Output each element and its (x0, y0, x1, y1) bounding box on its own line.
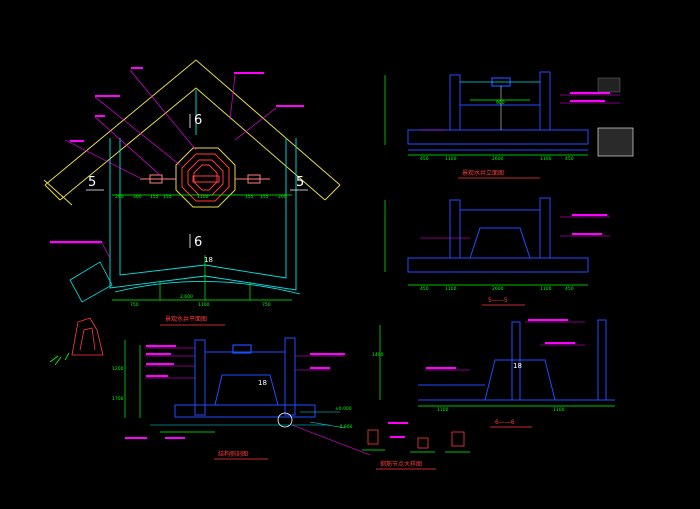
sec66-mark: 18 (513, 362, 522, 370)
plan-bottom-total: 2,600 (180, 294, 193, 300)
section-55-title: 5——5 (488, 297, 508, 304)
section-mark-bottom: 6 (194, 235, 202, 250)
rock-image-thumbnail (597, 127, 634, 157)
side-dim-4: 1100 (540, 286, 552, 292)
plan-dim-l1: 200 (115, 194, 124, 200)
front-dim-3: 2600 (492, 156, 504, 162)
struct-level-a: ±0.000 (335, 406, 352, 412)
octagon-well (140, 147, 270, 208)
front-elevation: 450 1100 2600 1100 450 900 景观水井立面图 (384, 71, 634, 179)
front-dim-1: 450 (420, 156, 429, 162)
plan-dim-r2: 155 (260, 194, 269, 200)
front-elevation-title: 景观水井立面图 (462, 169, 504, 177)
structure-section: 1200 1700 ±0.000 -0.800 18 结构侧剖图 (112, 337, 371, 460)
section-66: 1100 1100 1400 18 6——6 (372, 319, 615, 428)
plan-bottom-dim-1: 750 (130, 302, 139, 308)
side-dim-2: 1100 (445, 286, 457, 292)
front-dim-5: 450 (565, 156, 574, 162)
section-mark-right: 5 (296, 175, 304, 190)
front-dim-2: 1100 (445, 156, 457, 162)
plan-bottom-dim-2: 1100 (198, 302, 210, 308)
plan-dimensions (112, 194, 292, 301)
plan-title: 景观水井平面图 (165, 315, 207, 323)
plan-dim-l3: 155 (150, 194, 159, 200)
side-dim-5: 450 (565, 286, 574, 292)
plan-dim-r1: 155 (245, 194, 254, 200)
struct-dim-2: 1700 (112, 396, 124, 402)
rebar-detail-title: 钢筋节点大样图 (380, 460, 422, 468)
section-mark-top: 6 (194, 113, 202, 128)
plan-leaders (50, 69, 277, 259)
section-mark-left: 5 (88, 175, 96, 190)
side-dim-3: 2600 (492, 286, 504, 292)
plan-view: 5 5 6 6 1100 200 300 155 155 155 155 200… (43, 59, 341, 366)
plan-dim-l2: 300 (133, 194, 142, 200)
plan-center-dim: 1100 (197, 194, 209, 200)
front-dim-4: 1100 (540, 156, 552, 162)
structure-section-title: 结构侧剖图 (218, 450, 248, 458)
section-pulley (232, 344, 252, 354)
sec66-level: 1400 (372, 352, 384, 358)
roof-outline (43, 59, 341, 206)
side-dim-1: 450 (420, 286, 429, 292)
sec66-dim-1: 1100 (437, 407, 449, 413)
section-66-title: 6——6 (495, 419, 515, 426)
front-top-dim: 900 (496, 100, 505, 106)
side-elevation: 450 1100 2600 1100 450 5——5 (384, 197, 610, 306)
plan-mark: 18 (204, 256, 213, 264)
rebar-detail: 钢筋节点大样图 (362, 422, 470, 470)
detail-callout-circle (277, 412, 293, 428)
struct-dim-1: 1200 (112, 366, 124, 372)
plan-bottom-dim-3: 750 (262, 302, 271, 308)
plan-dim-r3: 200 (278, 194, 287, 200)
sec66-dim-2: 1100 (553, 407, 565, 413)
struct-mark: 18 (258, 379, 267, 387)
struct-level-b: -0.800 (338, 424, 353, 430)
bench-outline (69, 261, 113, 303)
plan-dim-l4: 155 (163, 194, 172, 200)
rock-plant-symbol (71, 317, 104, 356)
